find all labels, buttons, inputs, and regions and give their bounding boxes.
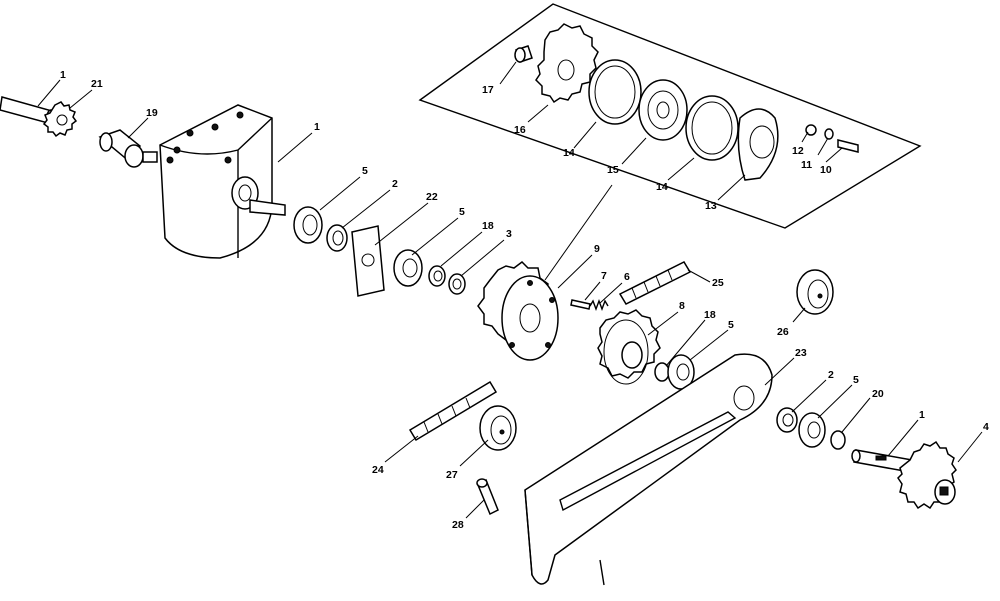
part-washer-3	[448, 273, 466, 295]
label-part-21: 21	[91, 78, 103, 90]
label-part-19: 19	[146, 107, 158, 119]
label-part-18a: 18	[482, 220, 494, 232]
part-friction-disc-14b	[685, 95, 739, 161]
part-number-labels: 1 21 19 1 5 2 22 5 18 3 9 7 6 25 8 18 5 …	[60, 69, 989, 531]
part-chain-25	[618, 261, 692, 305]
part-sprocket-21	[42, 101, 78, 138]
label-part-3: 3	[506, 228, 512, 240]
label-part-23: 23	[795, 347, 807, 359]
label-part-5a: 5	[362, 165, 368, 177]
label-part-7: 7	[601, 270, 607, 282]
label-part-20: 20	[872, 388, 884, 400]
label-part-13: 13	[705, 200, 717, 212]
part-bolt-10	[837, 139, 859, 153]
part-friction-disc-14a	[588, 59, 642, 125]
part-hub-plate-15	[638, 79, 688, 141]
part-collar-18a	[428, 265, 446, 287]
label-part-22: 22	[426, 191, 438, 203]
label-part-14b: 14	[656, 181, 668, 193]
label-part-25: 25	[712, 277, 724, 289]
leader-lines	[37, 61, 983, 519]
label-part-11: 11	[801, 159, 812, 171]
label-part-1-housing: 1	[314, 121, 320, 133]
part-flange-5b	[393, 249, 423, 287]
label-part-26: 26	[777, 326, 789, 338]
label-part-10: 10	[820, 164, 832, 176]
part-ring-20	[830, 430, 846, 450]
label-part-5c: 5	[728, 319, 734, 331]
label-part-15: 15	[607, 164, 619, 176]
label-part-1-right-shaft: 1	[919, 409, 925, 421]
part-chain-24	[408, 380, 498, 442]
label-part-28: 28	[452, 519, 464, 531]
label-part-4: 4	[983, 421, 989, 433]
label-part-24: 24	[372, 464, 384, 476]
part-sprocket-8	[597, 309, 661, 385]
part-bearing-2b	[776, 407, 798, 433]
part-sprocket-16	[535, 23, 599, 104]
part-idler-27	[479, 405, 517, 451]
part-bolt-28	[476, 478, 499, 516]
part-idler-26	[796, 269, 834, 315]
part-pressure-plate-13	[737, 108, 779, 181]
label-part-5d: 5	[853, 374, 859, 386]
label-part-2b: 2	[828, 369, 834, 381]
part-sprocket-4	[897, 440, 957, 510]
detail-inset	[418, 3, 922, 281]
part-hub-sprocket-9	[477, 261, 559, 361]
part-gearbox-housing-1	[159, 104, 286, 259]
label-part-2a: 2	[392, 178, 398, 190]
label-part-16: 16	[514, 124, 526, 136]
part-spring-6	[589, 299, 609, 311]
label-part-12: 12	[792, 145, 804, 157]
label-part-17: 17	[482, 84, 494, 96]
part-bearing-2a	[326, 224, 348, 252]
label-part-5b: 5	[459, 206, 465, 218]
part-chain-case-23	[524, 353, 773, 586]
label-part-1-left-shaft: 1	[60, 69, 66, 81]
label-part-8: 8	[679, 300, 685, 312]
part-plate-22	[351, 225, 385, 297]
label-part-9: 9	[594, 243, 600, 255]
part-flange-5a	[293, 206, 323, 244]
label-part-6: 6	[624, 271, 630, 283]
label-part-14a: 14	[563, 147, 575, 159]
part-coupling-19	[98, 129, 158, 168]
part-washer-11	[824, 128, 834, 140]
part-pin-7	[570, 299, 591, 310]
part-flange-5d	[798, 412, 826, 448]
part-nut-12	[805, 124, 817, 136]
label-part-18b: 18	[704, 309, 716, 321]
part-bushing-17	[514, 45, 533, 63]
label-part-27: 27	[446, 469, 458, 481]
